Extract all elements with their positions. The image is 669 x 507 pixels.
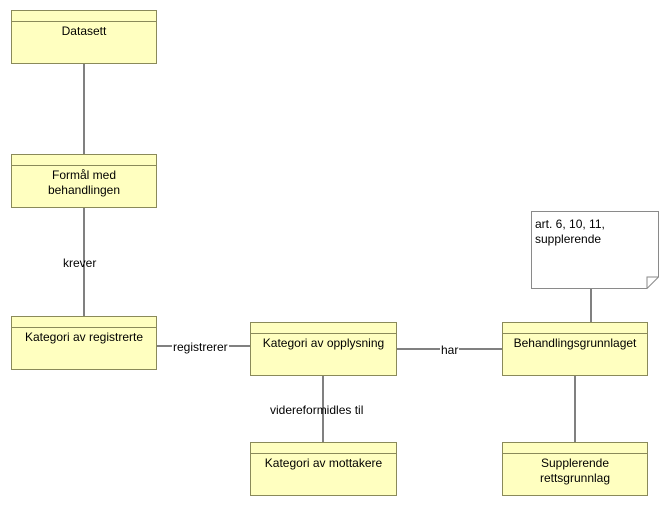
entity-formal[interactable]: Formål med behandlingen [11,154,157,208]
relation-label-har: har [440,343,460,357]
relation-label-videreformidles: videreformidles til [270,403,364,417]
note-box[interactable]: art. 6, 10, 11, supplerende [531,211,659,289]
entity-header-band [12,317,156,328]
entity-supplerende-label: Supplerende rettsgrunnlag [539,456,611,485]
entity-header-band [503,323,647,334]
entity-opplysning[interactable]: Kategori av opplysning [250,322,397,376]
entity-supplerende[interactable]: Supplerende rettsgrunnlag [502,442,648,496]
note-text: art. 6, 10, 11, supplerende [535,217,605,246]
entity-header-band [12,155,156,166]
entity-behandlingsgrunnlaget[interactable]: Behandlingsgrunnlaget [502,322,648,376]
entity-header-band [251,443,396,454]
entity-header-band [503,443,647,454]
entity-formal-label: Formål med behandlingen [47,168,121,197]
entity-datasett-label: Datasett [61,24,107,38]
entity-registrerte-label: Kategori av registrerte [24,330,144,344]
note-shape [531,211,659,289]
relation-label-krever: krever [63,256,97,270]
entity-mottakere-label: Kategori av mottakere [264,456,383,470]
entity-behandlingsgrunnlaget-label: Behandlingsgrunnlaget [513,336,637,350]
entity-datasett[interactable]: Datasett [11,10,157,64]
entity-registrerte[interactable]: Kategori av registrerte [11,316,157,370]
entity-header-band [12,11,156,22]
entity-opplysning-label: Kategori av opplysning [262,336,385,350]
relation-label-registrerer: registrerer [172,340,229,354]
entity-header-band [251,323,396,334]
entity-mottakere[interactable]: Kategori av mottakere [250,442,397,496]
